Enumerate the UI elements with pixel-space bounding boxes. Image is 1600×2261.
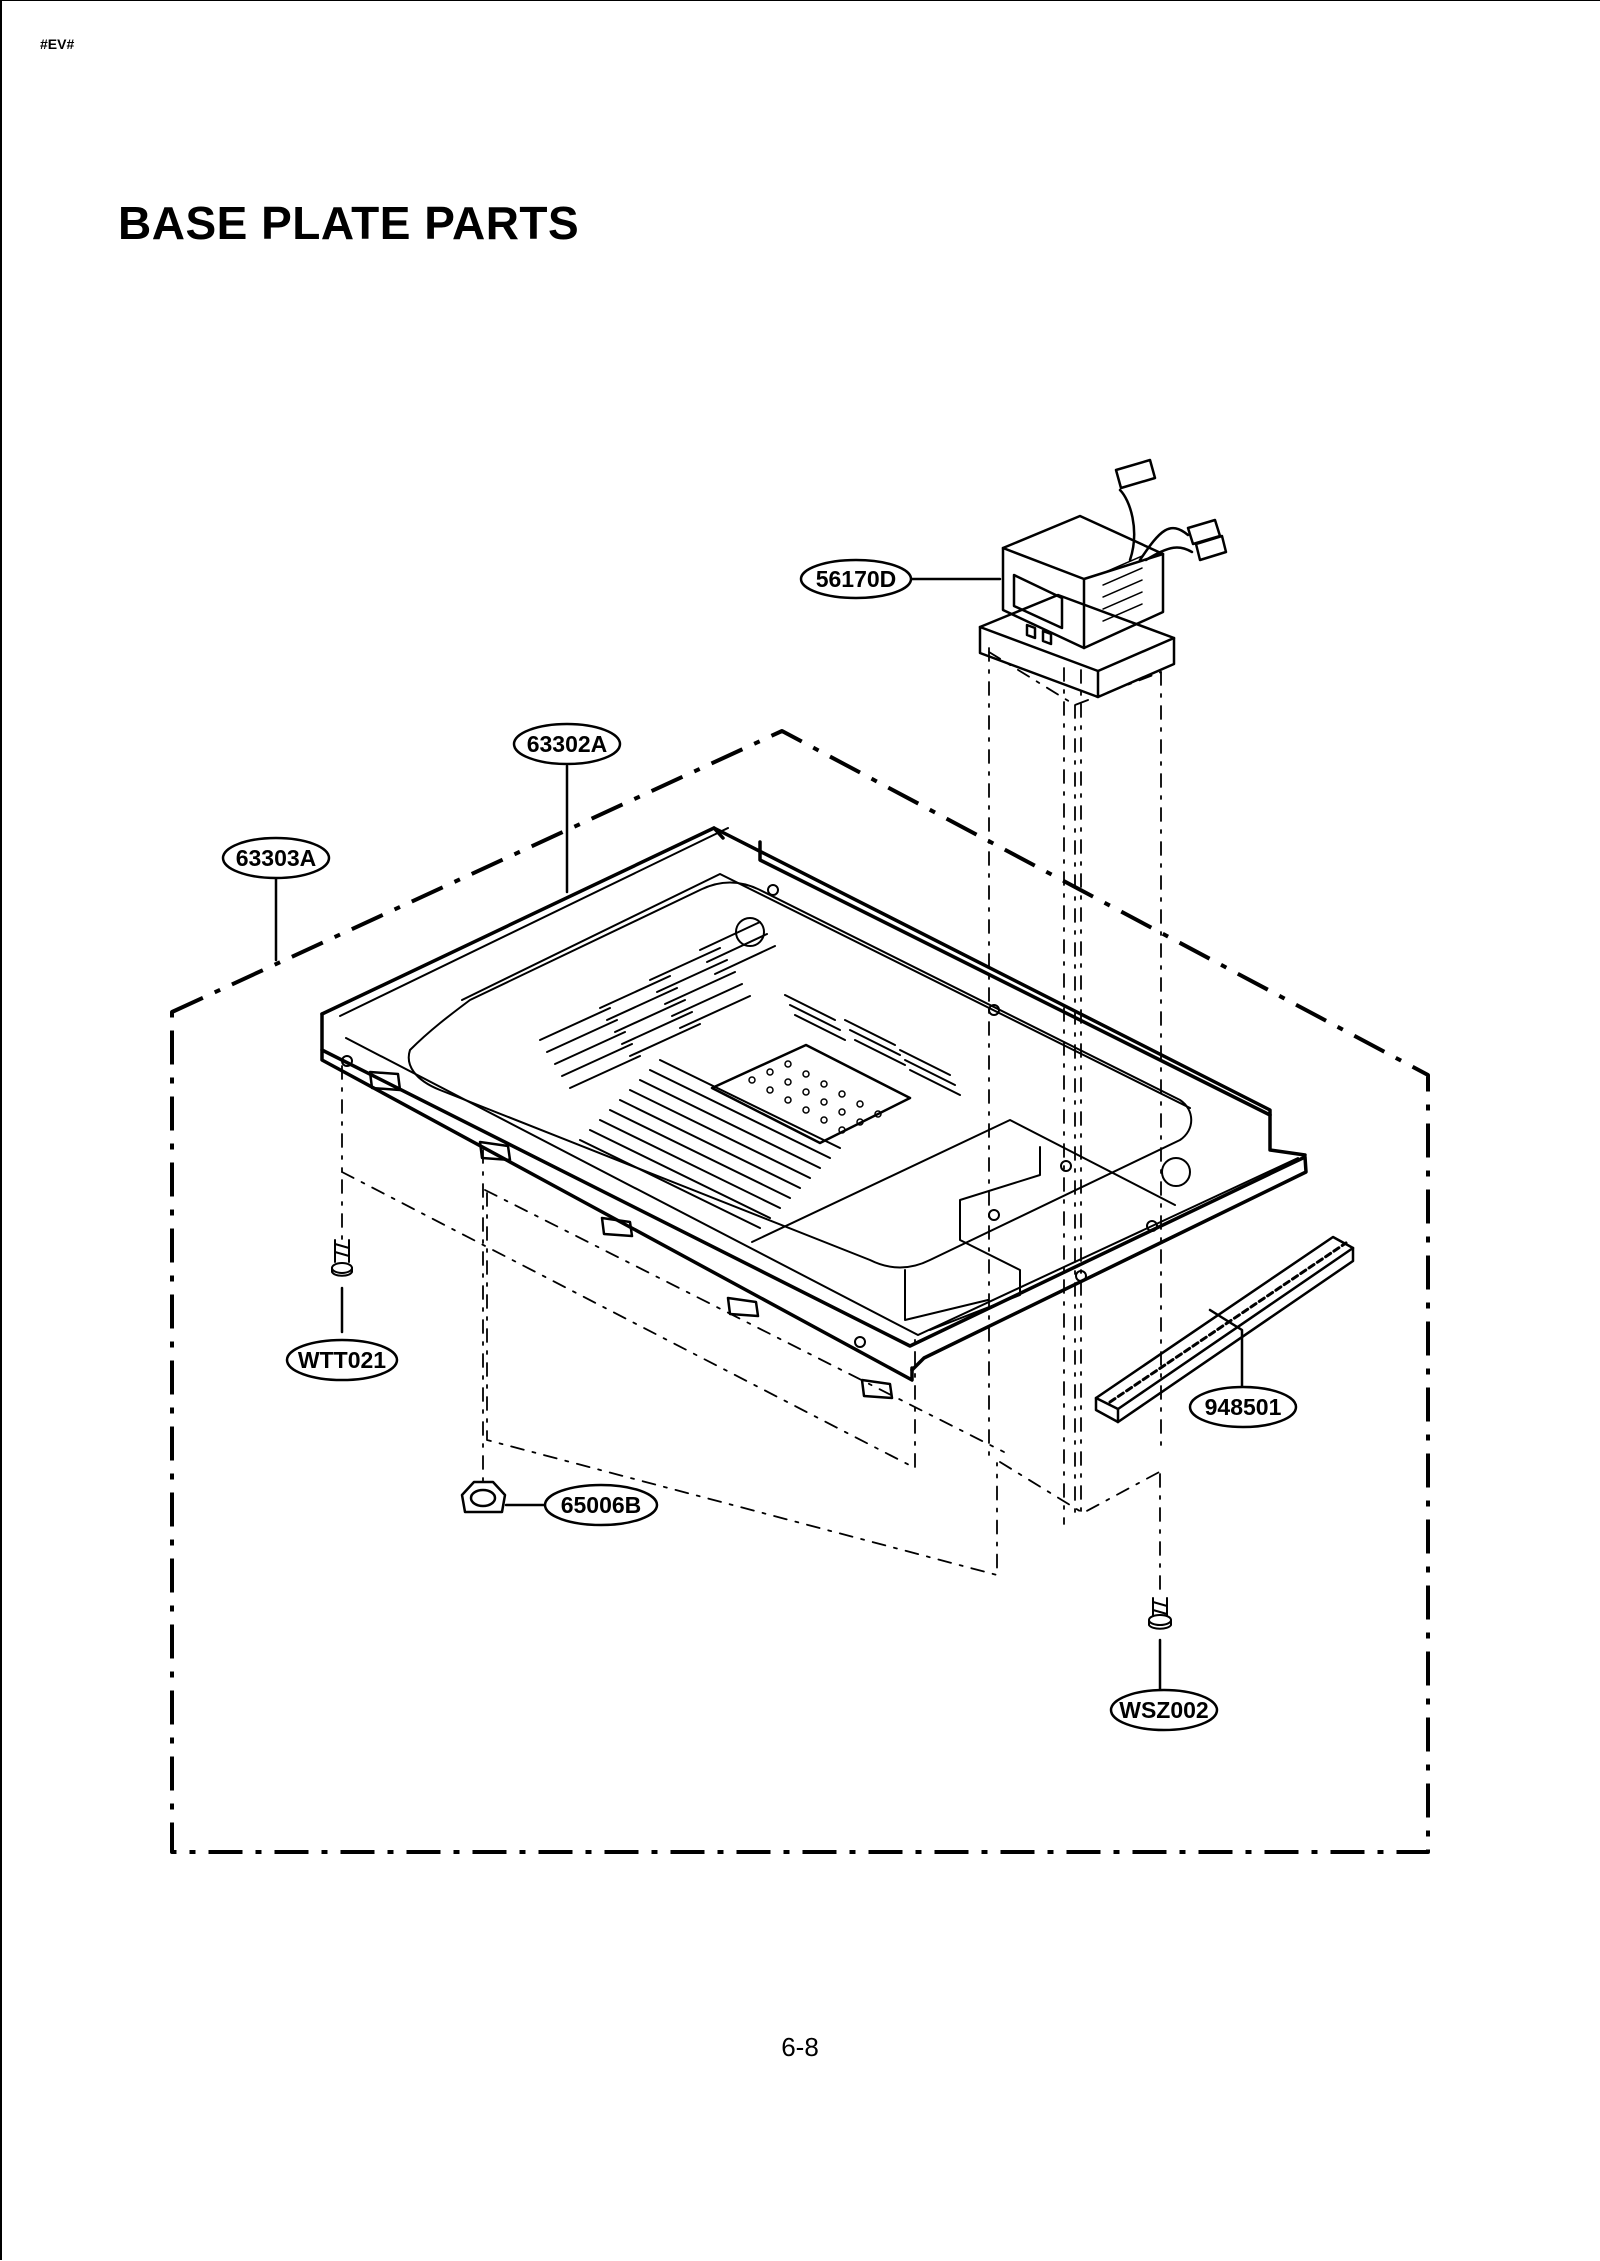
callout-63302a-text: 63302A <box>527 731 608 757</box>
plate-inner-contour <box>407 873 1193 1331</box>
plate-feet-tabs <box>368 1070 894 1400</box>
leader-lines <box>274 577 1244 1692</box>
screw-wsz002-drawing <box>1148 1597 1172 1630</box>
page-title: BASE PLATE PARTS <box>118 197 580 249</box>
long-vent-slots <box>579 1059 841 1229</box>
transformer-drawing <box>978 458 1228 699</box>
callout-65006b: 65006B <box>543 1483 659 1527</box>
callout-948501-text: 948501 <box>1205 1394 1282 1420</box>
page-number: 6-8 <box>781 2032 819 2062</box>
callout-63302a: 63302A <box>512 722 622 766</box>
screw-wtt021-drawing <box>331 1239 353 1277</box>
callout-63303a-text: 63303A <box>236 845 317 871</box>
callout-56170d-text: 56170D <box>816 566 897 592</box>
callout-63303a: 63303A <box>221 836 331 880</box>
mesh-holes <box>748 1060 882 1134</box>
foot-65006b-drawing <box>460 1480 507 1514</box>
vent-slots <box>539 921 961 1096</box>
callout-65006b-text: 65006B <box>561 1492 642 1518</box>
page-marker: #EV# <box>40 36 75 52</box>
callout-wtt021-text: WTT021 <box>298 1347 386 1373</box>
plate-holes <box>341 884 1191 1348</box>
projection-lines <box>341 647 1164 1599</box>
base-plate-body <box>320 826 1308 1382</box>
callout-wsz002: WSZ002 <box>1109 1688 1219 1732</box>
callout-56170d: 56170D <box>799 558 913 600</box>
callout-wtt021: WTT021 <box>285 1338 399 1382</box>
callout-948501: 948501 <box>1188 1385 1298 1429</box>
assembly-boundary <box>170 729 1430 1854</box>
mesh-area <box>710 1043 912 1145</box>
callout-wsz002-text: WSZ002 <box>1119 1697 1208 1723</box>
